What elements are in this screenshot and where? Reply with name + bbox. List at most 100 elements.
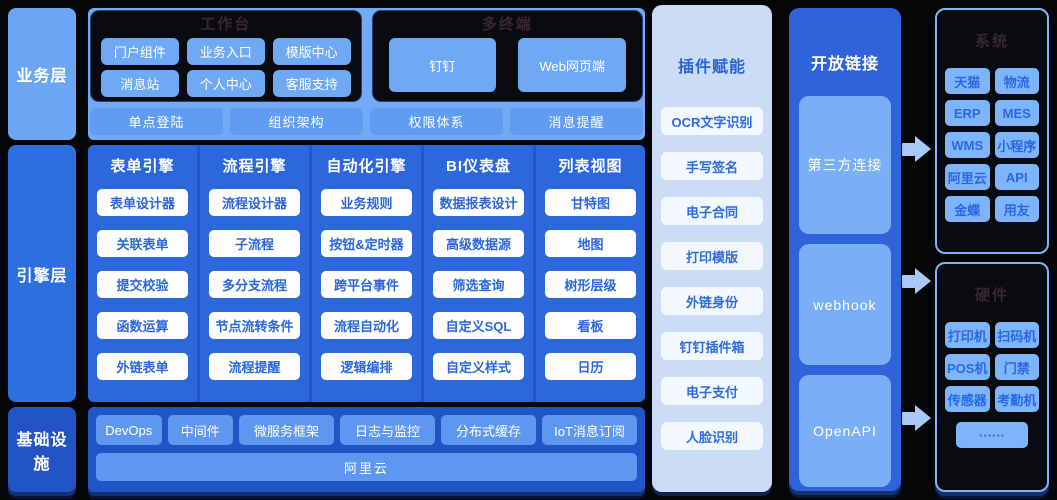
external-system-item: API <box>994 164 1039 190</box>
engine-item: 看板 <box>545 312 636 339</box>
infrastructure-panel: DevOps 中间件 微服务框架 日志与监控 分布式缓存 IoT消息订阅 阿里云 <box>88 407 645 492</box>
engine-item: 外链表单 <box>97 353 188 380</box>
workbench-item: 客服支持 <box>272 70 351 97</box>
engine-item: 跨平台事件 <box>321 271 412 298</box>
plugins-panel: 插件赋能 OCR文字识别 手写签名 电子合同 打印模版 外链身份 钉钉插件箱 电… <box>652 5 772 492</box>
engine-column-form: 表单引擎 表单设计器 关联表单 提交校验 函数运算 外链表单 <box>88 145 197 402</box>
engine-item: 表单设计器 <box>97 189 188 216</box>
engine-item: 流程自动化 <box>321 312 412 339</box>
business-layer-band: 工作台 门户组件 业务入口 模版中心 消息站 个人中心 客服支持 多终端 钉钉 … <box>88 8 645 140</box>
engine-item: 多分支流程 <box>209 271 300 298</box>
external-hardware-item: 扫码机 <box>994 322 1039 348</box>
external-system-item: ERP <box>945 100 990 126</box>
external-hardware-item: POS机 <box>945 354 990 380</box>
external-systems-title: 系统 <box>974 33 1009 50</box>
external-hardware-item: 考勤机 <box>994 386 1039 412</box>
engine-item: 按钮&定时器 <box>321 230 412 257</box>
workbench-item: 消息站 <box>101 70 179 97</box>
engine-item: 流程设计器 <box>209 189 300 216</box>
engine-column-flow: 流程引擎 流程设计器 子流程 多分支流程 节点流转条件 流程提醒 <box>200 145 309 402</box>
external-system-item: MES <box>994 100 1039 126</box>
openlink-item: webhook <box>799 244 891 365</box>
openlink-item: 第三方连接 <box>799 96 891 234</box>
external-system-item: 天猫 <box>945 68 990 94</box>
engine-item: 节点流转条件 <box>209 312 300 339</box>
engine-item: 子流程 <box>209 230 300 257</box>
infra-item: 微服务框架 <box>239 415 335 445</box>
engine-column-title: 列表视图 <box>558 158 623 175</box>
engine-column-bi: BI仪表盘 数据报表设计 高级数据源 筛选查询 自定义SQL 自定义样式 <box>424 145 533 402</box>
engine-column-title: 流程引擎 <box>222 158 287 175</box>
terminal-item: 钉钉 <box>388 38 497 92</box>
engine-item: 流程提醒 <box>209 353 300 380</box>
external-hardware-item: 门禁 <box>994 354 1039 380</box>
engine-item: 地图 <box>545 230 636 257</box>
plugin-item: 外链身份 <box>661 287 763 315</box>
external-systems-group: 系统 天猫 物流 ERP MES WMS 小程序 阿里云 API 金蝶 用友 <box>935 8 1049 254</box>
flow-arrow-icon <box>902 405 931 431</box>
infra-item: IoT消息订阅 <box>542 415 638 445</box>
external-system-item: 小程序 <box>994 132 1039 158</box>
layer-label-business: 业务层 <box>8 8 76 140</box>
plugin-item: 钉钉插件箱 <box>661 332 763 360</box>
external-system-item: 物流 <box>994 68 1039 94</box>
plugin-item: 打印模版 <box>661 242 763 270</box>
external-hardware-group: 硬件 打印机 扫码机 POS机 门禁 传感器 考勤机 ······ <box>935 262 1049 492</box>
infra-item: 日志与监控 <box>340 415 436 445</box>
engine-item: 日历 <box>545 353 636 380</box>
external-hardware-item: 传感器 <box>945 386 990 412</box>
engine-item: 数据报表设计 <box>433 189 524 216</box>
plugin-item: 电子合同 <box>661 197 763 225</box>
layer-label-engine: 引擎层 <box>8 145 76 402</box>
engine-item: 逻辑编排 <box>321 353 412 380</box>
engine-item: 自定义SQL <box>433 312 524 339</box>
workbench-item: 门户组件 <box>101 38 179 65</box>
external-system-item: WMS <box>945 132 990 158</box>
infra-platform-bar: 阿里云 <box>96 453 637 481</box>
plugin-item: 手写签名 <box>661 152 763 180</box>
workbench-title: 工作台 <box>200 16 252 33</box>
infra-item: 分布式缓存 <box>441 415 537 445</box>
engine-item: 筛选查询 <box>433 271 524 298</box>
engine-column-title: 自动化引擎 <box>326 158 407 175</box>
engine-item: 甘特图 <box>545 189 636 216</box>
engine-column-automation: 自动化引擎 业务规则 按钮&定时器 跨平台事件 流程自动化 逻辑编排 <box>312 145 421 402</box>
workbench-item: 个人中心 <box>186 70 265 97</box>
infra-item: 中间件 <box>167 415 234 445</box>
engine-column-title: BI仪表盘 <box>445 158 511 175</box>
engine-item: 函数运算 <box>97 312 188 339</box>
engine-item: 提交校验 <box>97 271 188 298</box>
external-hardware-item: 打印机 <box>945 322 990 348</box>
engine-column-listview: 列表视图 甘特图 地图 树形层级 看板 日历 <box>536 145 645 402</box>
workbench-item: 模版中心 <box>272 38 351 65</box>
engine-layer-panel: 表单引擎 表单设计器 关联表单 提交校验 函数运算 外链表单 流程引擎 流程设计… <box>88 145 645 402</box>
external-system-item: 金蝶 <box>945 196 990 222</box>
engine-item: 树形层级 <box>545 271 636 298</box>
workbench-group: 工作台 门户组件 业务入口 模版中心 消息站 个人中心 客服支持 <box>90 10 362 102</box>
plugin-item: 电子支付 <box>661 377 763 405</box>
terminal-item: Web网页端 <box>518 38 626 92</box>
layer-label-infra: 基础设施 <box>8 407 76 492</box>
infra-item: DevOps <box>96 415 162 445</box>
foundation-cell: 单点登陆 <box>90 108 223 135</box>
terminals-title: 多终端 <box>481 16 533 33</box>
openlink-item: OpenAPI <box>799 375 891 487</box>
external-hardware-title: 硬件 <box>974 287 1009 304</box>
engine-item: 关联表单 <box>97 230 188 257</box>
external-system-item: 用友 <box>994 196 1039 222</box>
flow-arrow-icon <box>902 136 931 162</box>
external-system-item: 阿里云 <box>945 164 990 190</box>
engine-item: 业务规则 <box>321 189 412 216</box>
foundation-cell: 权限体系 <box>370 108 503 135</box>
plugin-item: 人脸识别 <box>661 422 763 450</box>
foundation-cell: 消息提醒 <box>510 108 643 135</box>
terminals-group: 多终端 钉钉 Web网页端 <box>371 10 643 102</box>
workbench-item: 业务入口 <box>186 38 265 65</box>
plugin-item: OCR文字识别 <box>661 107 763 135</box>
engine-item: 高级数据源 <box>433 230 524 257</box>
engine-item: 自定义样式 <box>433 353 524 380</box>
flow-arrow-icon <box>902 268 931 294</box>
openlink-title: 开放链接 <box>810 56 879 73</box>
external-hardware-more: ······ <box>956 422 1028 448</box>
